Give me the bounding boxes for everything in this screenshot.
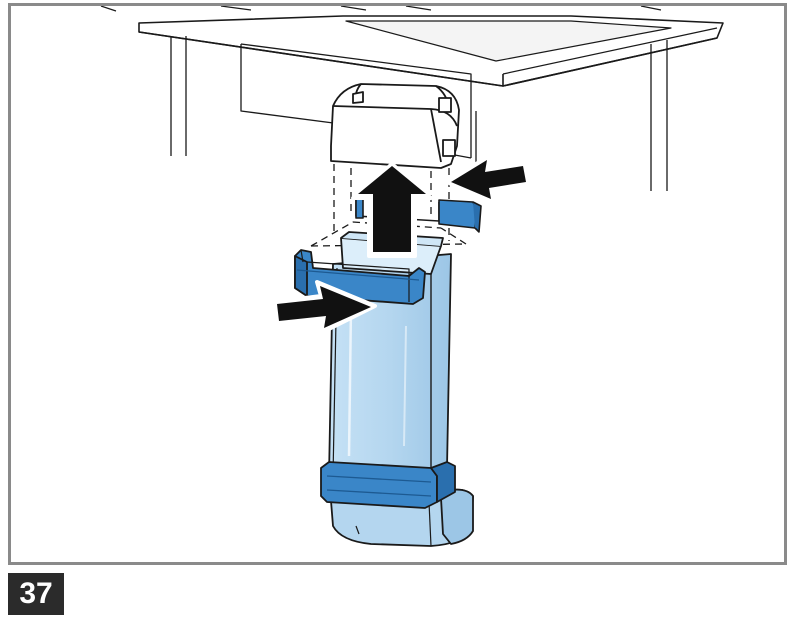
duct-end-cap — [330, 83, 460, 169]
push-right-arrow — [271, 280, 377, 334]
illustration-frame — [8, 3, 787, 565]
push-left-arrow — [445, 154, 531, 204]
worktop-cabinet — [100, 6, 724, 191]
vertical-duct — [328, 231, 452, 485]
rear-clip-bracket — [355, 195, 482, 233]
lower-clip-bracket — [320, 461, 456, 509]
installation-illustration — [100, 6, 724, 547]
push-up-arrow — [351, 162, 433, 258]
step-number-badge: 37 — [8, 573, 64, 615]
